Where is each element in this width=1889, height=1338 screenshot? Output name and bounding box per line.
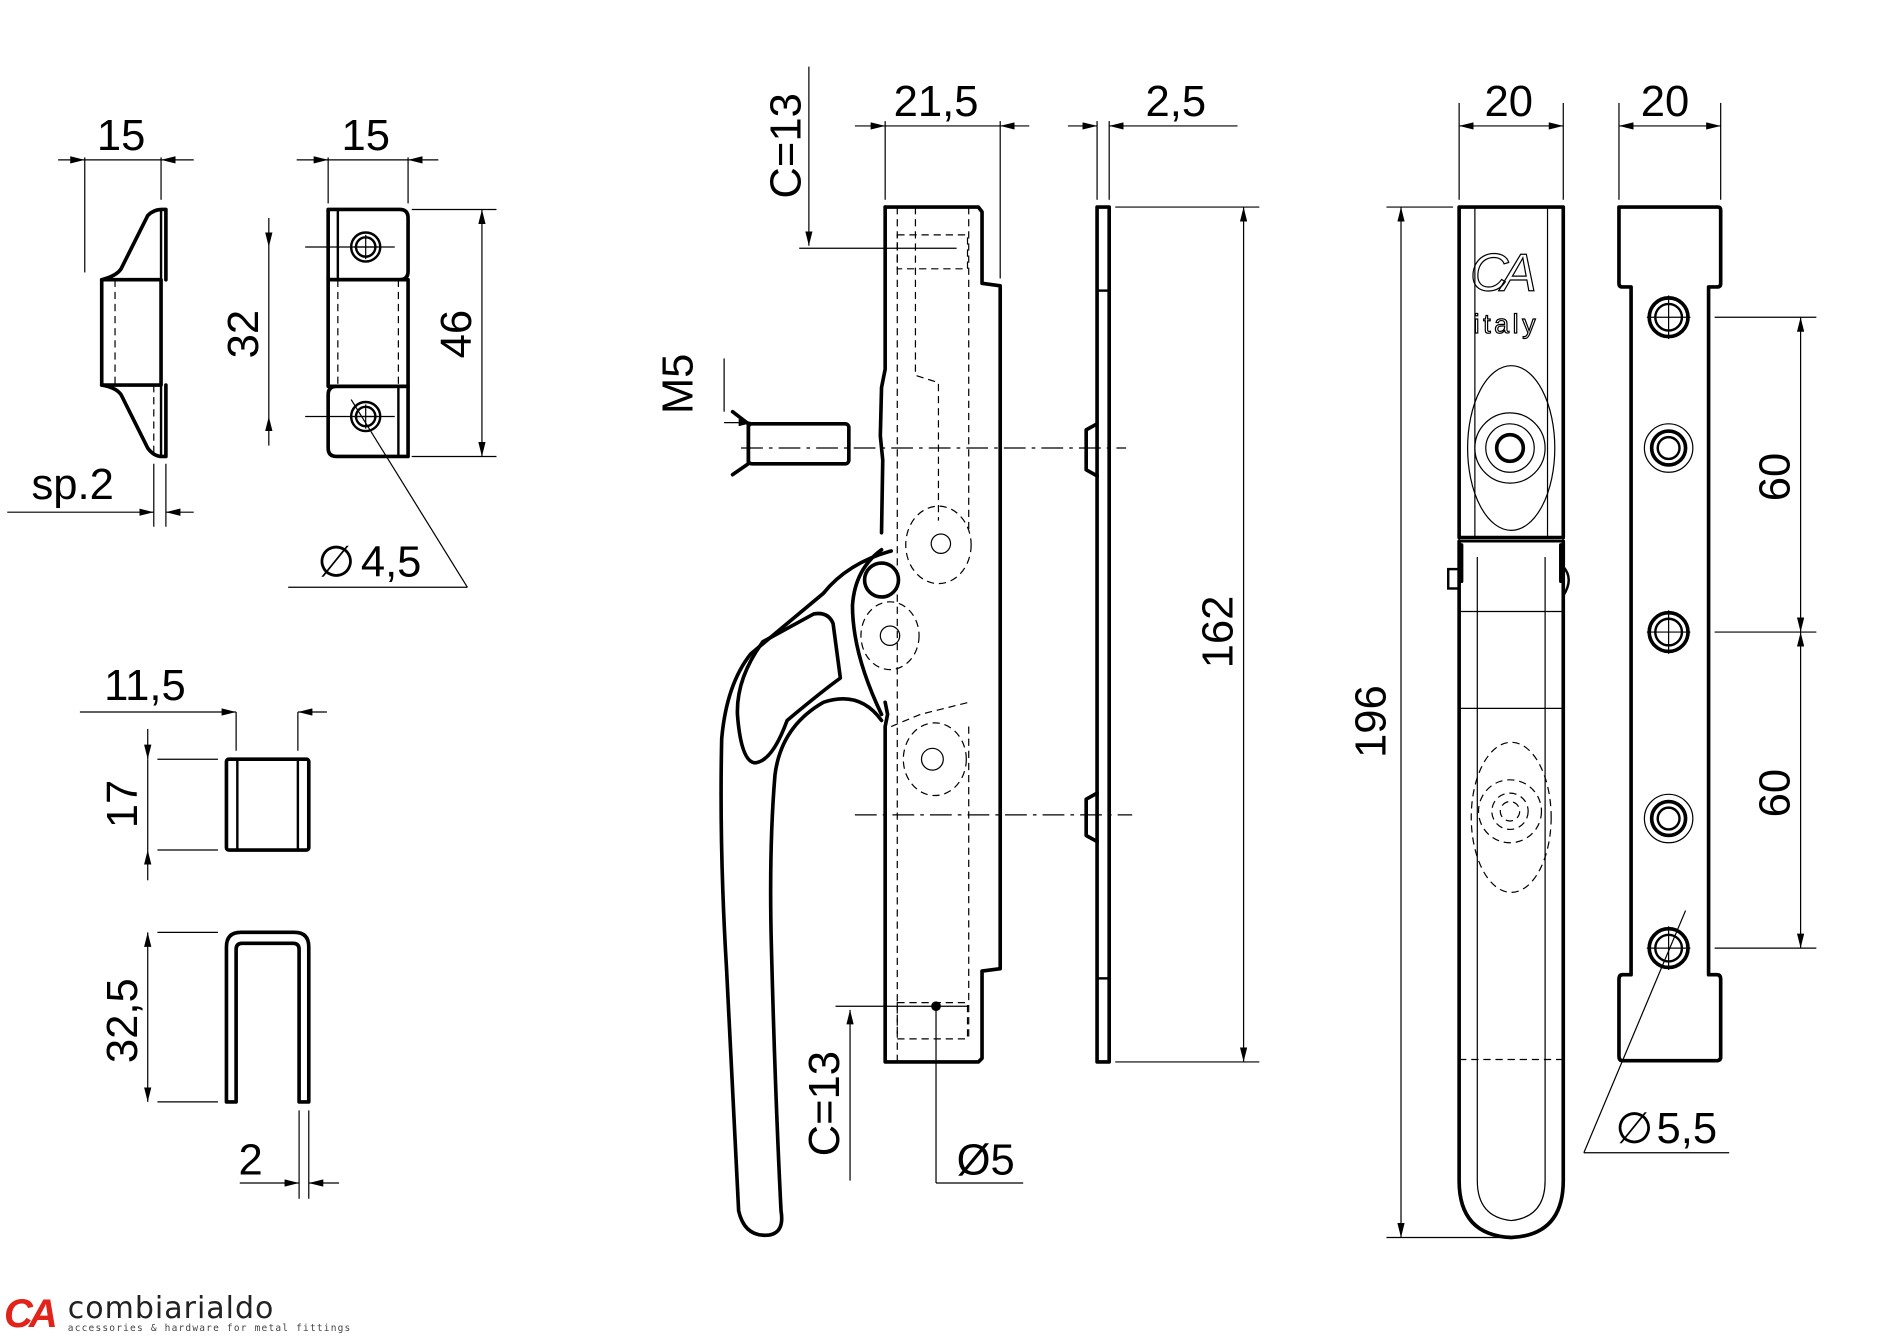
clip-view: 32,5 2 bbox=[99, 930, 340, 1199]
handle-length-label: 196 bbox=[1347, 685, 1395, 758]
clip-height-label: 32,5 bbox=[99, 978, 147, 1063]
spacer-height-label: 17 bbox=[99, 780, 147, 828]
clip-thickness-label: 2 bbox=[239, 1137, 263, 1185]
screw-size-label: M5 bbox=[655, 354, 703, 415]
striker-side-width-label: 15 bbox=[97, 112, 145, 160]
brand-name: combiarialdo bbox=[67, 1290, 275, 1326]
base-hole-diameter-label: 5,5 bbox=[1657, 1105, 1718, 1153]
base-spacing-bottom-label: 60 bbox=[1752, 769, 1800, 817]
gasket-length-label: 162 bbox=[1195, 596, 1243, 669]
striker-thickness-label: sp.2 bbox=[31, 461, 113, 509]
engraving-text: italy bbox=[1474, 309, 1540, 339]
handle-side-view: C=13 21,5 M5 C=13 Ø5 bbox=[655, 66, 1133, 1238]
gasket-view: 2,5 162 bbox=[1068, 78, 1260, 1064]
spacer-view: 11,5 17 bbox=[79, 662, 327, 881]
engraving-mark: CA bbox=[1470, 244, 1534, 303]
base-hole-diameter-symbol: ∅ bbox=[1615, 1105, 1653, 1153]
striker-hole-spacing-label: 32 bbox=[220, 310, 268, 358]
handle-front-width-label: 20 bbox=[1485, 78, 1533, 126]
brand-text: combiarialdo accessories & hardware for … bbox=[67, 1290, 352, 1334]
striker-hole-diameter-symbol: ∅ bbox=[317, 538, 355, 586]
base-hole-3 bbox=[1646, 926, 1691, 970]
base-hole-2 bbox=[1646, 610, 1691, 654]
striker-side-view: 15 sp.2 bbox=[7, 112, 194, 527]
pin-diameter-label: Ø5 bbox=[957, 1137, 1015, 1185]
handle-width-label: 21,5 bbox=[894, 78, 979, 126]
base-spacing-top-label: 60 bbox=[1752, 453, 1800, 501]
brand-logo: CA combiarialdo accessories & hardware f… bbox=[0, 1290, 351, 1338]
handle-front-view: CA italy 20 196 bbox=[1347, 78, 1570, 1240]
spacer-width-label: 11,5 bbox=[104, 662, 186, 710]
gasket-thickness-label: 2,5 bbox=[1146, 78, 1207, 126]
striker-front-width-label: 15 bbox=[341, 112, 389, 160]
striker-front-view: 15 32 46 ∅ 4,5 bbox=[220, 112, 497, 588]
brand-tagline: accessories & hardware for metal fitting… bbox=[67, 1322, 352, 1334]
base-nut-1 bbox=[1643, 423, 1694, 473]
striker-hole-diameter-label: 4,5 bbox=[361, 538, 422, 586]
striker-height-label: 46 bbox=[433, 310, 481, 358]
base-width-label: 20 bbox=[1641, 78, 1689, 126]
base-plate-view: 20 60 60 ∅ 5,5 bbox=[1583, 78, 1817, 1154]
handle-c-bottom-label: C=13 bbox=[801, 1051, 849, 1156]
m5-screw: M5 bbox=[655, 354, 851, 477]
brand-mark: CA bbox=[4, 1292, 58, 1336]
base-hole-1 bbox=[1646, 295, 1691, 340]
handle-c-top-label: C=13 bbox=[762, 93, 810, 198]
base-nut-2 bbox=[1643, 793, 1694, 844]
